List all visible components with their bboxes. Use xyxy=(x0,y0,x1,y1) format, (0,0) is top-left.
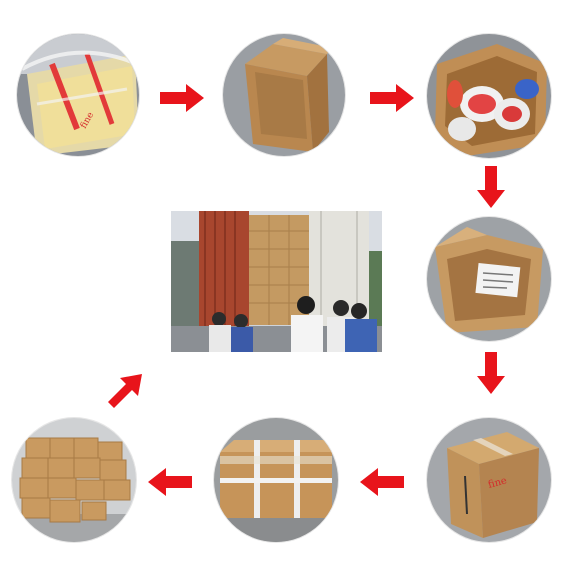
step-7-stacked-cartons xyxy=(12,418,136,542)
arrow-down-icon xyxy=(477,352,505,394)
wrapped-product-photo-icon: fine xyxy=(17,34,139,156)
stacked-cartons-photo-icon xyxy=(12,418,136,542)
step-1-wrapped-product: fine xyxy=(17,34,139,156)
sealed-carton-photo-icon: fine xyxy=(427,418,551,542)
arrow-down-icon xyxy=(477,166,505,208)
arrow-right-1 xyxy=(160,84,204,112)
empty-carton-photo-icon xyxy=(223,34,345,156)
arrow-up-right-icon xyxy=(108,374,142,408)
arrow-right-icon xyxy=(160,84,204,112)
carton-with-document-photo-icon xyxy=(427,217,551,341)
step-3-carton-with-products xyxy=(427,34,551,158)
arrow-right-2 xyxy=(370,84,414,112)
strapped-carton-photo-icon xyxy=(214,418,338,542)
arrow-up-right xyxy=(104,372,144,412)
arrow-down-2 xyxy=(477,352,505,394)
container-loading-photo-icon xyxy=(171,211,382,352)
arrow-down-1 xyxy=(477,166,505,208)
step-5-sealed-carton: fine xyxy=(427,418,551,542)
carton-with-products-photo-icon xyxy=(427,34,551,158)
arrow-left-2 xyxy=(148,468,192,496)
step-2-empty-carton xyxy=(223,34,345,156)
step-4-carton-with-document xyxy=(427,217,551,341)
container-loading-photo xyxy=(171,211,382,352)
arrow-left-icon xyxy=(148,468,192,496)
arrow-left-icon xyxy=(360,468,404,496)
svg-text:fine: fine xyxy=(487,475,508,491)
arrow-left-1 xyxy=(360,468,404,496)
arrow-right-icon xyxy=(370,84,414,112)
step-6-strapped-carton xyxy=(214,418,338,542)
